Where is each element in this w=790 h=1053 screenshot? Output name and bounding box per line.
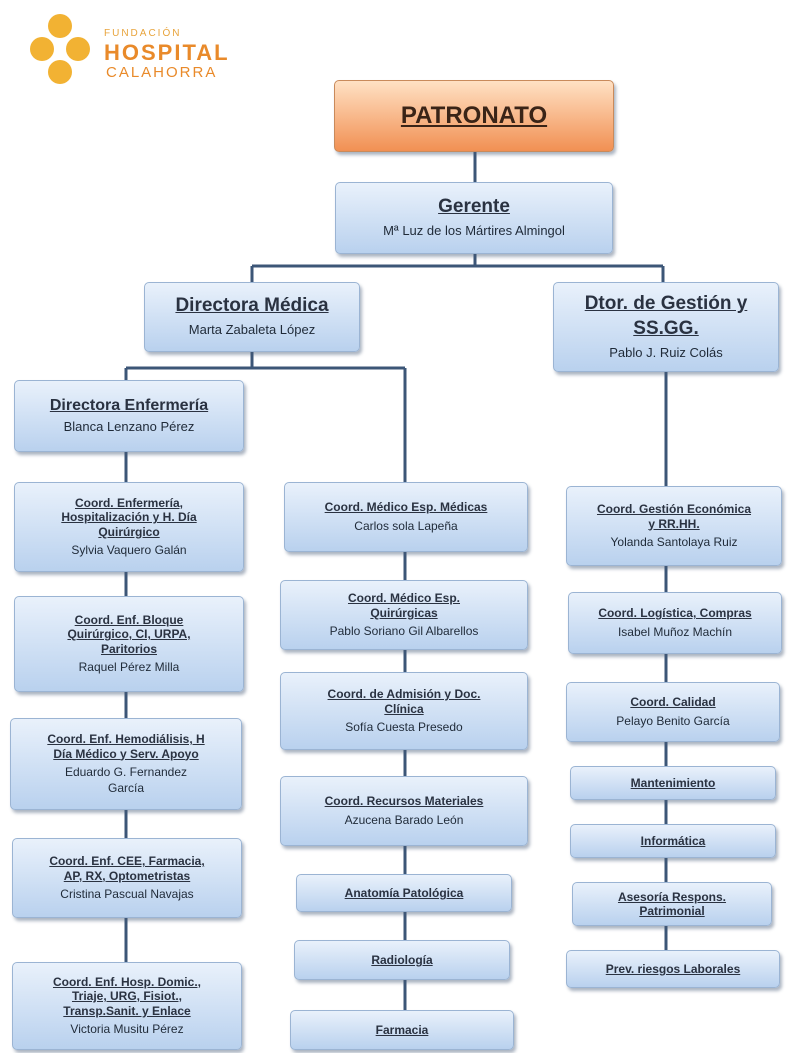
box-title-line: Patrimonial (639, 904, 705, 918)
coord-enf-hospitalizacion-box: Coord. Enfermería, Hospitalización y H. … (14, 482, 244, 572)
coord-gestion-economica-box: Coord. Gestión Económica y RR.HH. Yoland… (566, 486, 782, 566)
logo-dot-icon (30, 37, 54, 61)
box-title-line: Coord. Calidad (630, 695, 716, 710)
asesoria-respons-patrimonial-box: Asesoría Respons. Patrimonial (572, 882, 772, 926)
anatomia-patologica-box: Anatomía Patológica (296, 874, 512, 912)
directora-enfermeria-box: Directora Enfermería Blanca Lenzano Pére… (14, 380, 244, 452)
box-title-line: Coord. Enfermería, (74, 495, 184, 510)
box-title-line: Anatomía Patológica (344, 885, 464, 900)
mantenimiento-box: Mantenimiento (570, 766, 776, 800)
box-person-name: Yolanda Santolaya Ruiz (610, 534, 738, 549)
coord-enf-cee-farmacia-box: Coord. Enf. CEE, Farmacia, AP, RX, Optom… (12, 838, 242, 918)
box-title-line: Día Médico y Serv. Apoyo (53, 746, 199, 761)
radiologia-box: Radiología (294, 940, 510, 980)
box-title-line: Coord. Logística, Compras (598, 606, 752, 621)
coord-enf-bloque-quirurgico-box: Coord. Enf. Bloque Quirúrgico, CI, URPA,… (14, 596, 244, 692)
box-title-line: Paritorios (100, 641, 157, 656)
coord-recursos-materiales-box: Coord. Recursos Materiales Azucena Barad… (280, 776, 528, 846)
dtor-gestion-box: Dtor. de Gestión y SS.GG. Pablo J. Ruiz … (553, 282, 779, 372)
informatica-box: Informática (570, 824, 776, 858)
farmacia-box: Farmacia (290, 1010, 514, 1050)
directora-medica-title: Directora Médica (175, 295, 329, 317)
logo-dot-icon (48, 14, 72, 38)
box-person-name: Pablo Soriano Gil Albarellos (329, 623, 479, 638)
box-title-line: Quirúrgicas (370, 605, 438, 620)
logo-dot-icon (66, 37, 90, 61)
coord-logistica-compras-box: Coord. Logística, Compras Isabel Muñoz M… (568, 592, 782, 654)
box-title-line: AP, RX, Optometristas (63, 868, 191, 883)
box-person-name: Sylvia Vaquero Galán (71, 543, 187, 558)
box-person-name: Eduardo G. Fernandez (64, 764, 188, 779)
box-person-name: Sofía Cuesta Presedo (345, 719, 463, 734)
box-title-line: Coord. Enf. Bloque (74, 612, 184, 627)
logo-text-calahorra: CALAHORRA (106, 64, 218, 81)
directora-enfermeria-name: Blanca Lenzano Pérez (63, 419, 195, 435)
coord-medico-esp-quirurgicas-box: Coord. Médico Esp. Quirúrgicas Pablo Sor… (280, 580, 528, 650)
box-person-name: Pelayo Benito García (616, 713, 730, 728)
box-title-line: Triaje, URG, Fisiot., (71, 989, 183, 1004)
box-title-line: Mantenimiento (630, 775, 716, 790)
box-title-line: Coord. de Admisión y Doc. (327, 687, 481, 702)
box-title-line: Quirúrgico (98, 524, 160, 539)
gerente-name: Mª Luz de los Mártires Almingol (383, 223, 565, 239)
box-title-line: Prev. riesgos Laborales (605, 961, 741, 976)
box-title-line: y RR.HH. (648, 516, 700, 531)
dtor-gestion-title-line2: SS.GG. (633, 317, 699, 339)
gerente-box: Gerente Mª Luz de los Mártires Almingol (335, 182, 613, 254)
coord-enf-hemodialisis-box: Coord. Enf. Hemodiálisis, H Día Médico y… (10, 718, 242, 810)
dtor-gestion-name: Pablo J. Ruiz Colás (609, 344, 723, 360)
patronato-title: PATRONATO (400, 101, 548, 129)
coord-calidad-box: Coord. Calidad Pelayo Benito García (566, 682, 780, 742)
box-person-name: Isabel Muñoz Machín (617, 624, 733, 639)
dtor-gestion-title-line1: Dtor. de Gestión y (584, 293, 748, 315)
box-title-line: Coord. Recursos Materiales (324, 794, 484, 809)
box-title-line: Asesoría Respons. (617, 889, 727, 904)
box-person-name: Victoria Musitu Pérez (70, 1022, 184, 1037)
box-title-line: Farmacia (375, 1022, 429, 1037)
box-title-line: Clínica (384, 701, 424, 716)
coord-enf-hosp-domic-box: Coord. Enf. Hosp. Domic., Triaje, URG, F… (12, 962, 242, 1050)
box-title-line: Hospitalización y H. Día (61, 510, 197, 525)
box-person-name: Azucena Barado León (344, 812, 464, 827)
box-person-name: Carlos sola Lapeña (354, 518, 458, 533)
gerente-title: Gerente (438, 196, 510, 218)
box-person-name: Cristina Pascual Navajas (60, 886, 194, 901)
logo-text-fundacion: FUNDACIÓN (104, 28, 182, 39)
box-title-line: Coord. Médico Esp. (347, 591, 460, 606)
logo-dot-icon (48, 60, 72, 84)
logo-text-hospital: HOSPITAL (104, 40, 230, 65)
box-title-line: Informática (640, 833, 706, 848)
box-title-line: Coord. Gestión Económica (596, 502, 752, 517)
box-title-line: Coord. Médico Esp. Médicas (324, 500, 488, 515)
box-title-line: Coord. Enf. Hosp. Domic., (52, 974, 201, 989)
prev-riesgos-laborales-box: Prev. riesgos Laborales (566, 950, 780, 988)
coord-medico-esp-medicas-box: Coord. Médico Esp. Médicas Carlos sola L… (284, 482, 528, 552)
box-person-name: García (107, 780, 144, 795)
box-person-name: Raquel Pérez Milla (78, 660, 180, 675)
directora-enfermeria-title: Directora Enfermería (49, 397, 209, 415)
box-title-line: Quirúrgico, CI, URPA, (67, 627, 191, 642)
box-title-line: Transp.Sanit. y Enlace (63, 1003, 191, 1018)
patronato-box: PATRONATO (334, 80, 614, 152)
box-title-line: Radiología (371, 952, 433, 967)
box-title-line: Coord. Enf. Hemodiálisis, H (47, 732, 205, 747)
directora-medica-name: Marta Zabaleta López (188, 322, 316, 338)
coord-admision-doc-clinica-box: Coord. de Admisión y Doc. Clínica Sofía … (280, 672, 528, 750)
fundacion-hospital-calahorra-logo: FUNDACIÓN HOSPITAL CALAHORRA (22, 12, 252, 92)
box-title-line: Coord. Enf. CEE, Farmacia, (49, 854, 205, 869)
directora-medica-box: Directora Médica Marta Zabaleta López (144, 282, 360, 352)
